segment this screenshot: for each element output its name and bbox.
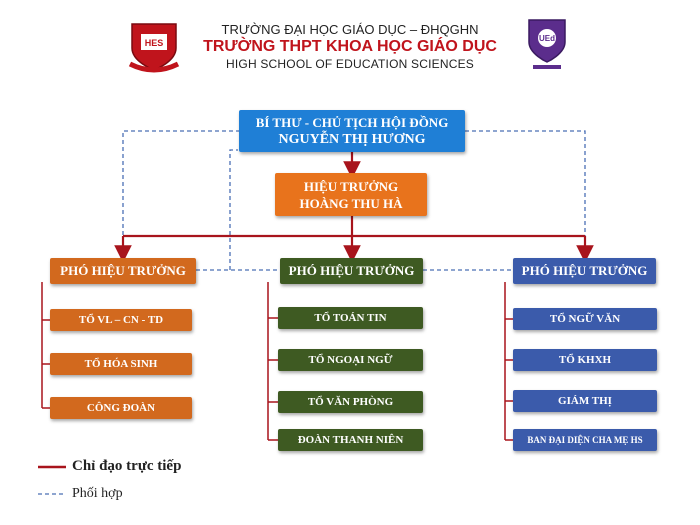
legend-direct-label: Chỉ đạo trực tiếp bbox=[72, 458, 182, 474]
unit-right-3: GIÁM THỊ bbox=[513, 390, 657, 412]
vice-principal-middle: PHÓ HIỆU TRƯỞNG bbox=[280, 258, 423, 284]
logo-right-text: UEd bbox=[539, 34, 555, 43]
unit-left-2-label: TỔ HÓA SINH bbox=[84, 358, 158, 370]
header-school-english: HIGH SCHOOL OF EDUCATION SCIENCES bbox=[226, 57, 474, 71]
chairperson-name: NGUYỄN THỊ HƯƠNG bbox=[278, 132, 426, 147]
coord-line-right bbox=[465, 130, 586, 258]
chairperson-title: BÍ THƯ - CHỦ TỊCH HỘI ĐỒNG bbox=[255, 115, 449, 130]
unit-right-2: TỔ KHXH bbox=[513, 349, 657, 371]
principal-box: HIỆU TRƯỞNG HOÀNG THU HÀ bbox=[275, 173, 427, 216]
unit-right-4: BAN ĐẠI DIỆN CHA MẸ HS bbox=[513, 429, 657, 451]
vice-principal-middle-label: PHÓ HIỆU TRƯỞNG bbox=[288, 263, 415, 278]
unit-right-2-label: TỔ KHXH bbox=[558, 354, 612, 366]
coord-line-center bbox=[229, 149, 238, 270]
unit-middle-2: TỔ NGOẠI NGỮ bbox=[278, 349, 423, 371]
unit-left-1-label: TỔ VL – CN - TD bbox=[78, 314, 164, 326]
vice-principal-right-label: PHÓ HIỆU TRƯỞNG bbox=[521, 263, 648, 278]
vice-principal-left-label: PHÓ HIỆU TRƯỞNG bbox=[60, 263, 186, 278]
header-university-name: TRƯỜNG ĐẠI HỌC GIÁO DỤC – ĐHQGHN bbox=[221, 22, 479, 37]
unit-left-3-label: CÔNG ĐOÀN bbox=[86, 402, 156, 414]
header-school-name: TRƯỜNG THPT KHOA HỌC GIÁO DỤC bbox=[203, 38, 497, 55]
school-logo-left: HES bbox=[128, 23, 180, 73]
university-logo-right: UEd bbox=[528, 19, 566, 69]
unit-right-1-label: TỔ NGỮ VĂN bbox=[549, 313, 621, 325]
unit-middle-3: TỔ VĂN PHÒNG bbox=[278, 391, 423, 413]
unit-right-4-label: BAN ĐẠI DIỆN CHA MẸ HS bbox=[527, 435, 643, 445]
unit-middle-1: TỔ TOÁN TIN bbox=[278, 307, 423, 329]
vice-principal-right: PHÓ HIỆU TRƯỞNG bbox=[513, 258, 656, 284]
unit-left-1: TỔ VL – CN - TD bbox=[50, 309, 192, 331]
unit-right-1: TỔ NGỮ VĂN bbox=[513, 308, 657, 330]
unit-middle-2-label: TỔ NGOẠI NGỮ bbox=[308, 354, 393, 366]
chairperson-box: BÍ THƯ - CHỦ TỊCH HỘI ĐỒNG NGUYỄN THỊ HƯ… bbox=[239, 110, 465, 152]
unit-middle-3-label: TỔ VĂN PHÒNG bbox=[307, 396, 394, 408]
unit-right-3-label: GIÁM THỊ bbox=[558, 395, 612, 407]
principal-name: HOÀNG THU HÀ bbox=[299, 195, 403, 211]
unit-left-2: TỔ HÓA SINH bbox=[50, 353, 192, 375]
unit-middle-1-label: TỔ TOÁN TIN bbox=[314, 312, 387, 324]
coord-line-left bbox=[122, 130, 240, 258]
legend-coord-label: Phối hợp bbox=[72, 486, 123, 501]
vice-principal-left: PHÓ HIỆU TRƯỞNG bbox=[50, 258, 196, 284]
unit-middle-4-label: ĐOÀN THANH NIÊN bbox=[297, 434, 404, 446]
logo-left-text: HES bbox=[145, 38, 164, 48]
principal-title: HIỆU TRƯỞNG bbox=[303, 178, 399, 194]
unit-middle-4: ĐOÀN THANH NIÊN bbox=[278, 429, 423, 451]
unit-left-3: CÔNG ĐOÀN bbox=[50, 397, 192, 419]
